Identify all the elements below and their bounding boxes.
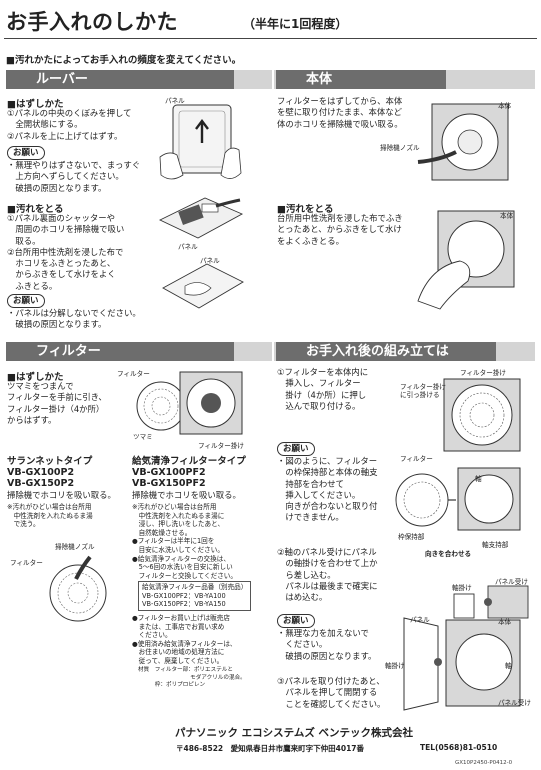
section-title-filter: フィルター <box>36 344 101 359</box>
label-frame-holder: 枠保持部 <box>398 533 425 541</box>
section-strip-louver <box>234 70 272 89</box>
louver-clean-heading: ■汚れをとる <box>7 204 64 215</box>
louver-notice-text: ・無理やりはずさないで、まっすぐ 上方向へずらしてください。 破損の原因となりま… <box>7 160 141 193</box>
material-note: 材質 フィルター部：ポリエステルと モダアクリルの混合。 枠：ポリプロピレン <box>138 667 246 688</box>
label-filter-hook: フィルター掛け <box>198 442 245 450</box>
supply-note: ※汚れがひどい場合は台所用 中性洗剤を入れたぬるま湯に 浸し、押し洗いをしたあと… <box>132 503 237 580</box>
label-align-direction: 向きを合わせる <box>425 550 472 558</box>
label-knob: ツマミ <box>133 433 153 441</box>
label-panel-2: パネル <box>178 243 198 251</box>
section-header-assembly: お手入れ後の組み立ては <box>276 342 496 361</box>
section-header-body: 本体 <box>276 70 446 89</box>
section-header-filter: フィルター <box>6 342 234 361</box>
louver-notice-tag: お願い <box>7 146 45 160</box>
label-filter-assembly: フィルター <box>400 455 433 463</box>
assembly-panel-hook-illustration <box>453 585 529 619</box>
assembly-notice-tag: お願い <box>277 442 315 456</box>
label-nozzle-body: 掃除機ノズル <box>380 144 420 152</box>
label-axis-2: 軸 <box>505 662 512 670</box>
louver-clean-text: ①パネル裏面のシャッターや 周囲のホコリを掃除機で吸い 取る。 ②台所用中性洗剤… <box>7 213 125 291</box>
lead-text: ■汚れかたによってお手入れの頻度を変えてください。 <box>6 55 242 66</box>
assembly-step2-text: ②軸のパネル受けにパネル の軸掛けを合わせて上か ら差し込む。 パネルは最後まで… <box>277 547 378 603</box>
louver-notice2-tag: お願い <box>7 294 45 308</box>
label-panel-receiver: パネル受け <box>495 578 528 586</box>
louver-notice2-text: ・パネルは分解しないでください。 破損の原因となります。 <box>7 308 141 330</box>
saran-models: VB-GX100P2 VB-GX150P2 <box>7 467 75 489</box>
label-axis-support: 軸支持部 <box>482 541 509 549</box>
supply-note-2: ●フィルターお買い上げは販売店 または、工事店でお買い求め ください。 ●使用済… <box>132 614 237 665</box>
louver-remove-illustration <box>159 104 242 180</box>
parts-box: 給気清浄フィルター品番（別売品） VB-GX100PF2：VB-YA100 VB… <box>138 581 252 611</box>
filter-remove-text: ツマミをつまんで フィルターを手前に引き、 フィルター掛け（4か所） からはずす… <box>7 381 107 425</box>
filter-vacuum-illustration <box>49 555 107 622</box>
label-body-2: 本体 <box>500 212 514 220</box>
section-title-assembly: お手入れ後の組み立ては <box>306 344 449 359</box>
saran-text: 掃除機でホコリを吸い取る。 <box>7 490 116 500</box>
section-title-body: 本体 <box>306 72 333 87</box>
assembly-notice2-tag: お願い <box>277 614 315 628</box>
body-vacuum-illustration <box>417 103 509 181</box>
supply-text: 掃除機でホコリを吸い取る。 <box>132 490 241 500</box>
louver-remove-text: ①パネルの中央のくぼみを押して 全開状態にする。 ②パネルを上に上げてはずす。 <box>7 108 132 141</box>
filter-remove-heading: ■はずしかた <box>7 372 64 383</box>
body-clean-text: 台所用中性洗剤を浸した布でふき とったあと、からぶきをして水け をよくふきとる。 <box>277 213 403 246</box>
section-header-louver: ルーバー <box>6 70 234 89</box>
supply-models: VB-GX100PF2 VB-GX150PF2 <box>132 467 206 489</box>
label-body-1: 本体 <box>498 102 512 110</box>
company-address: 〒486-8522 愛知県春日井市鷹来町字下仲田4017番 <box>176 744 365 753</box>
assembly-step3-text: ③パネルを取り付けたあと、 パネルを押して開閉する ことを確認してください。 <box>277 676 386 709</box>
label-axis-hook-2: 軸掛け <box>385 662 405 670</box>
body-clean-heading: ■汚れをとる <box>277 204 334 215</box>
label-filter-top: フィルター <box>117 370 150 378</box>
label-panel-receiver-2: パネル受け <box>498 699 531 707</box>
label-axis: 軸 <box>475 475 482 483</box>
louver-vacuum-illustration <box>158 197 244 239</box>
assembly-step1-text: ①フィルターを本体内に 挿入し、フィルター 掛け（4か所）に押し 込んで取り付け… <box>277 367 369 411</box>
title-divider <box>4 38 537 39</box>
section-strip-filter <box>234 342 272 361</box>
label-panel-1: パネル <box>165 97 185 105</box>
assembly-notice2-text: ・無理な力を加えないで ください。 破損の原因となります。 <box>277 628 377 661</box>
louver-remove-heading: ■はずしかた <box>7 99 64 110</box>
section-title-louver: ルーバー <box>36 72 88 87</box>
assembly-panel-illustration <box>403 617 521 711</box>
body-intro-text: フィルターをはずしてから、本体 を壁に取り付けたまま、本体など 体のホコリを掃除… <box>277 96 403 129</box>
label-filter-2: フィルター <box>10 559 43 567</box>
label-nozzle-filter: 掃除機ノズル <box>55 543 95 551</box>
label-filter-hook-hang: フィルター掛け に引っ掛ける <box>400 383 447 399</box>
saran-type-title: サランネットタイプ <box>7 456 93 467</box>
assembly-filter-illustration <box>443 378 521 452</box>
supply-type-title: 給気清浄フィルタータイプ <box>132 456 246 467</box>
company-name: パナソニック エコシステムズ ベンテック株式会社 <box>175 727 413 739</box>
label-filter-hook-assembly: フィルター掛け <box>460 369 507 377</box>
label-panel-assembly: パネル <box>410 616 430 624</box>
assembly-orientation-illustration <box>395 467 521 531</box>
saran-note: ※汚れがひどい場合は台所用 中性洗剤を入れたぬるま湯 で洗う。 <box>7 503 93 529</box>
louver-wipe-illustration <box>162 263 244 309</box>
filter-remove-illustration <box>136 371 243 435</box>
label-panel-3: パネル <box>200 257 220 265</box>
label-body-assembly: 本体 <box>498 618 512 626</box>
page-title: お手入れのしかた <box>6 10 178 34</box>
body-wipe-illustration <box>417 210 515 310</box>
document-code: GX10P2450-P0412-0 <box>455 760 513 766</box>
page-subtitle: （半年に1回程度） <box>243 17 348 31</box>
assembly-notice-text: ・図のように、フィルター の枠保持部と本体の軸支 持部を合わせて 挿入してくださ… <box>277 456 378 523</box>
label-axis-hook: 軸掛け <box>452 584 472 592</box>
company-tel: TEL(0568)81-0510 <box>420 743 498 752</box>
